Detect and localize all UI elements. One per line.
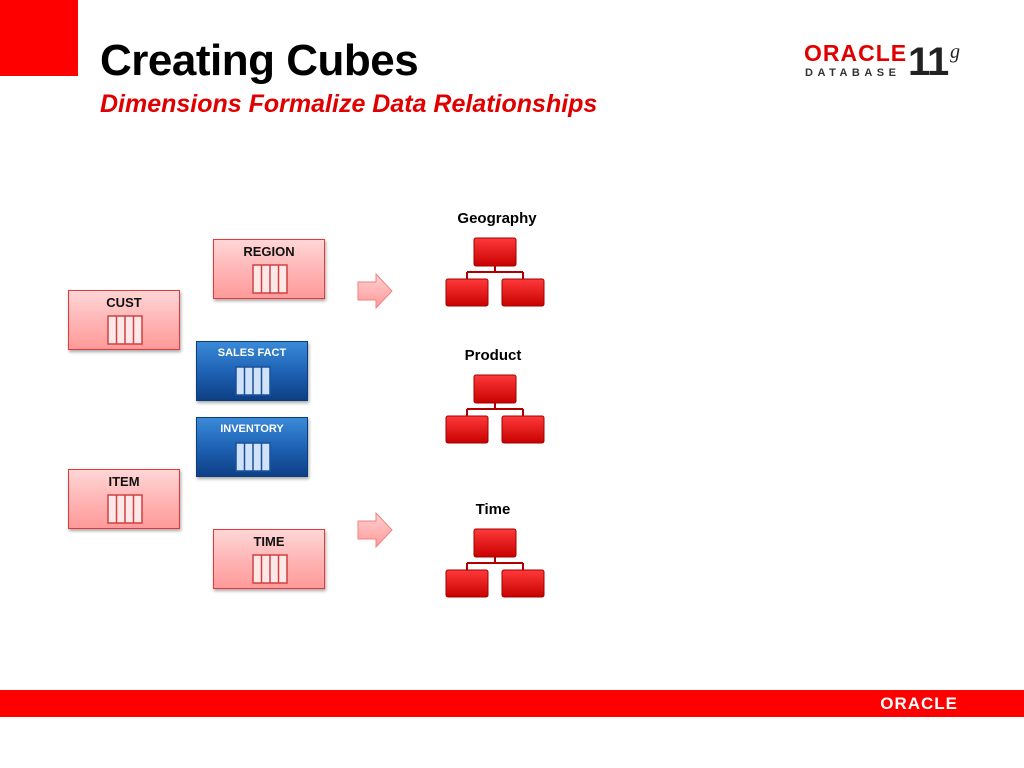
table-inventory: INVENTORY xyxy=(196,417,308,477)
hierarchy-icon xyxy=(445,528,545,598)
logo-version: 11 xyxy=(908,40,949,84)
table-label: CUST xyxy=(106,295,142,310)
hierarchy-icon xyxy=(445,374,545,444)
table-cust: CUST xyxy=(68,290,180,350)
table-label: REGION xyxy=(243,244,295,259)
corner-accent xyxy=(0,0,78,76)
footer-oracle-logo: ORACLE xyxy=(880,694,958,713)
table-grid-icon xyxy=(252,264,288,294)
table-grid-icon xyxy=(107,315,143,345)
table-grid-icon xyxy=(235,366,271,396)
table-item: ITEM xyxy=(68,469,180,529)
page-subtitle: Dimensions Formalize Data Relationships xyxy=(100,90,598,118)
table-grid-icon xyxy=(252,554,288,584)
footer-bar: ORACLE xyxy=(0,690,1024,717)
page-title: Creating Cubes xyxy=(100,36,419,85)
table-grid-icon xyxy=(107,494,143,524)
table-time: TIME xyxy=(213,529,325,589)
table-label: ITEM xyxy=(108,474,140,489)
logo-brand: ORACLE xyxy=(804,40,908,66)
dimension-label-product: Product xyxy=(464,347,522,364)
table-label: INVENTORY xyxy=(220,423,284,435)
dimension-label-geography: Geography xyxy=(457,210,537,227)
table-label: SALES FACT xyxy=(217,347,287,359)
table-label: TIME xyxy=(253,534,285,549)
dimension-label-time: Time xyxy=(475,501,511,518)
table-sales-fact: SALES FACT xyxy=(196,341,308,401)
logo-product: DATABASE xyxy=(805,67,901,79)
right-arrow-icon xyxy=(357,511,393,549)
hierarchy-icon xyxy=(445,237,545,307)
oracle-database-logo: ORACLE DATABASE 11 g xyxy=(800,38,970,84)
table-region: REGION xyxy=(213,239,325,299)
table-grid-icon xyxy=(235,442,271,472)
right-arrow-icon xyxy=(357,272,393,310)
logo-version-suffix: g xyxy=(950,41,960,63)
